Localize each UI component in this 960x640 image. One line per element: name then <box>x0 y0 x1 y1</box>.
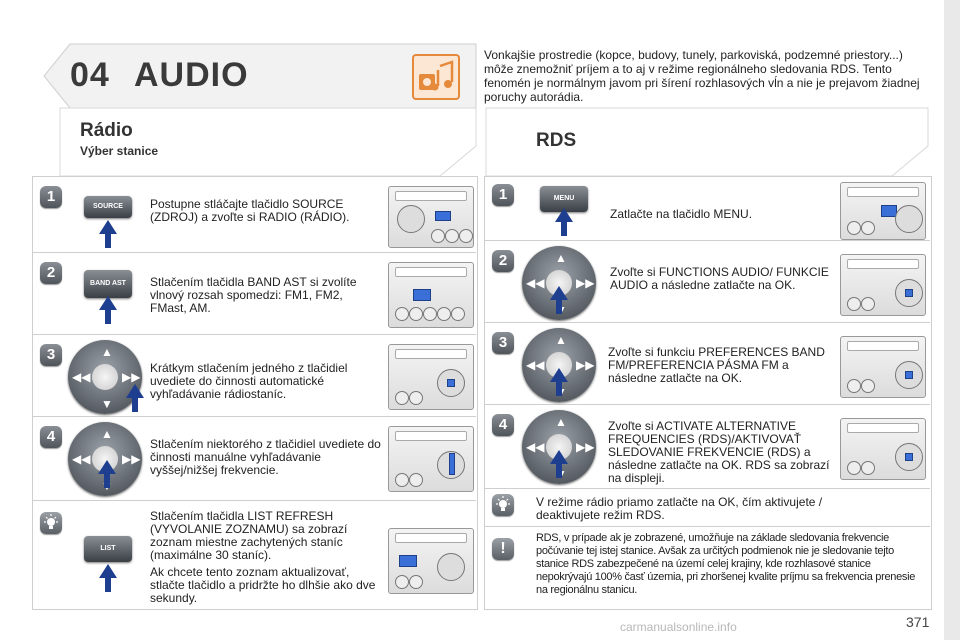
press-arrow-stem <box>132 398 138 412</box>
press-arrow-stem <box>105 578 111 592</box>
press-arrow-icon <box>126 384 144 398</box>
step-text-continued: Ak chcete tento zoznam aktualizovať, stl… <box>150 565 376 605</box>
radio-unit-illustration <box>388 186 474 248</box>
row-separator <box>484 526 930 527</box>
radio-unit-illustration <box>388 262 474 328</box>
press-arrow-icon <box>99 564 117 578</box>
radio-unit-illustration <box>388 344 474 410</box>
press-arrow-icon <box>98 460 116 474</box>
list-refresh-button-icon: LIST REFRESH <box>84 536 132 578</box>
menu-button-icon: MENU <box>540 186 588 212</box>
exclamation-icon: ! <box>500 540 506 557</box>
step-text: Zvoľte si ACTIVATE ALTERNATIVE FREQUENCI… <box>608 419 830 485</box>
step-text: Stlačením niektorého z tlačidiel uvediet… <box>150 437 381 477</box>
step-text: Zvoľte si funkciu PREFERENCES BAND FM/PR… <box>608 345 825 385</box>
step-text: Postupne stláčajte tlačidlo SOURCE (ZDRO… <box>150 197 350 224</box>
press-arrow-stem <box>105 234 111 248</box>
rds-toggle-note: V režime rádio priamo zatlačte na OK, čí… <box>536 495 823 522</box>
band-ast-button-icon: BAND AST <box>84 270 132 298</box>
watermark: carmanualsonline.info <box>620 620 737 634</box>
press-arrow-stem <box>104 474 110 488</box>
lightbulb-icon <box>44 514 58 529</box>
step-text: Krátkym stlačením jedného z tlačidiel uv… <box>150 361 348 401</box>
radio-unit-illustration <box>840 418 926 480</box>
radio-unit-illustration <box>840 254 926 316</box>
press-arrow-icon <box>99 296 117 310</box>
chapter-number: 04 <box>70 56 110 94</box>
rds-warning-text: RDS, v prípade ak je zobrazené, umožňuje… <box>536 532 916 596</box>
warning-badge: ! <box>492 538 514 560</box>
step-badge: 3 <box>492 332 514 354</box>
press-arrow-icon <box>550 450 568 464</box>
page-number: 371 <box>906 614 930 630</box>
row-separator <box>484 240 930 241</box>
press-arrow-stem <box>556 464 562 478</box>
source-button-icon: SOURCE <box>84 196 132 218</box>
press-arrow-icon <box>99 220 117 234</box>
press-arrow-stem <box>561 222 567 236</box>
press-arrow-icon <box>550 368 568 382</box>
row-separator <box>484 322 930 323</box>
press-arrow-stem <box>556 300 562 314</box>
row-separator <box>32 500 476 501</box>
radio-section-subtitle: Výber stanice <box>80 144 159 158</box>
direction-pad-icon: ▲▼ ◀◀▶▶ <box>68 340 142 414</box>
step-badge: 4 <box>492 414 514 436</box>
row-separator <box>32 416 476 417</box>
step-text: Stlačením tlačidla BAND AST si zvolíte v… <box>150 275 357 315</box>
page-edge-strip <box>944 0 960 640</box>
tip-badge <box>40 512 62 534</box>
step-badge: 1 <box>492 184 514 206</box>
music-notes-icon <box>412 54 460 100</box>
press-arrow-stem <box>556 382 562 396</box>
row-separator <box>484 404 930 405</box>
rds-section-title: RDS <box>536 130 577 151</box>
tip-badge <box>492 494 514 516</box>
step-badge: 3 <box>40 344 62 366</box>
row-separator <box>484 488 930 489</box>
intro-paragraph: Vonkajšie prostredie (kopce, budovy, tun… <box>484 48 920 104</box>
radio-section-title: Rádio <box>80 120 133 141</box>
rds-section-header-frame <box>485 107 929 177</box>
press-arrow-stem <box>105 310 111 324</box>
step-text: Zatlačte na tlačidlo MENU. <box>610 207 753 221</box>
step-badge: 4 <box>40 426 62 448</box>
radio-unit-illustration <box>388 426 474 492</box>
chapter-title: AUDIO <box>134 56 249 94</box>
radio-section-header-frame <box>59 107 477 177</box>
step-badge: 2 <box>40 262 62 284</box>
step-text: Stlačením tlačidla LIST REFRESH (VYVOLAN… <box>150 509 348 562</box>
radio-unit-illustration <box>388 528 474 594</box>
row-separator <box>32 334 476 335</box>
row-separator <box>32 252 476 253</box>
step-badge: 2 <box>492 250 514 272</box>
press-arrow-icon <box>550 286 568 300</box>
radio-unit-illustration <box>840 336 926 398</box>
radio-unit-illustration <box>840 182 926 240</box>
lightbulb-icon <box>496 496 510 511</box>
press-arrow-icon <box>555 208 573 222</box>
step-badge: 1 <box>40 186 62 208</box>
step-text: Zvoľte si FUNCTIONS AUDIO/ FUNKCIE AUDIO… <box>610 265 829 292</box>
